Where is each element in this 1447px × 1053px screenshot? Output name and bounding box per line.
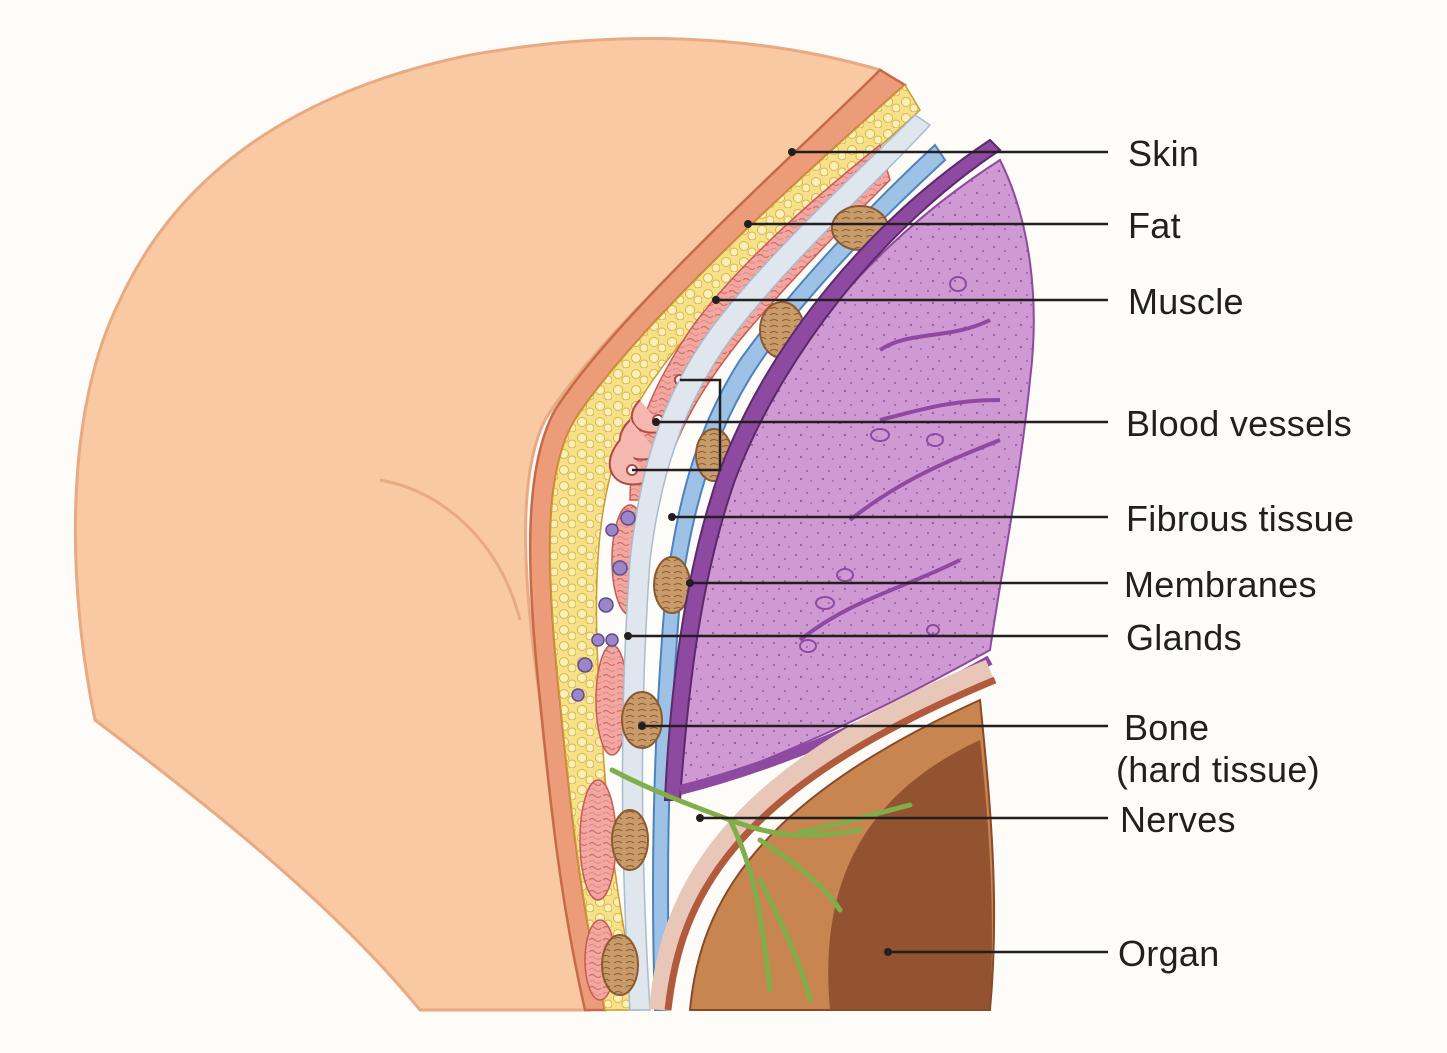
label-fat: Fat bbox=[1128, 205, 1181, 246]
label-blood-vessels: Blood vessels bbox=[1126, 403, 1352, 444]
label-nerves: Nerves bbox=[1120, 799, 1236, 840]
label-bone: Bone bbox=[1124, 707, 1209, 748]
label-fibrous-tissue: Fibrous tissue bbox=[1126, 498, 1354, 539]
label-membranes: Membranes bbox=[1124, 564, 1317, 605]
label-bone-subtitle: (hard tissue) bbox=[1116, 749, 1320, 790]
label-organ: Organ bbox=[1118, 933, 1220, 974]
label-skin: Skin bbox=[1128, 133, 1199, 174]
label-muscle: Muscle bbox=[1128, 281, 1244, 322]
label-glands: Glands bbox=[1126, 617, 1242, 658]
muscle-bundle bbox=[580, 780, 616, 900]
